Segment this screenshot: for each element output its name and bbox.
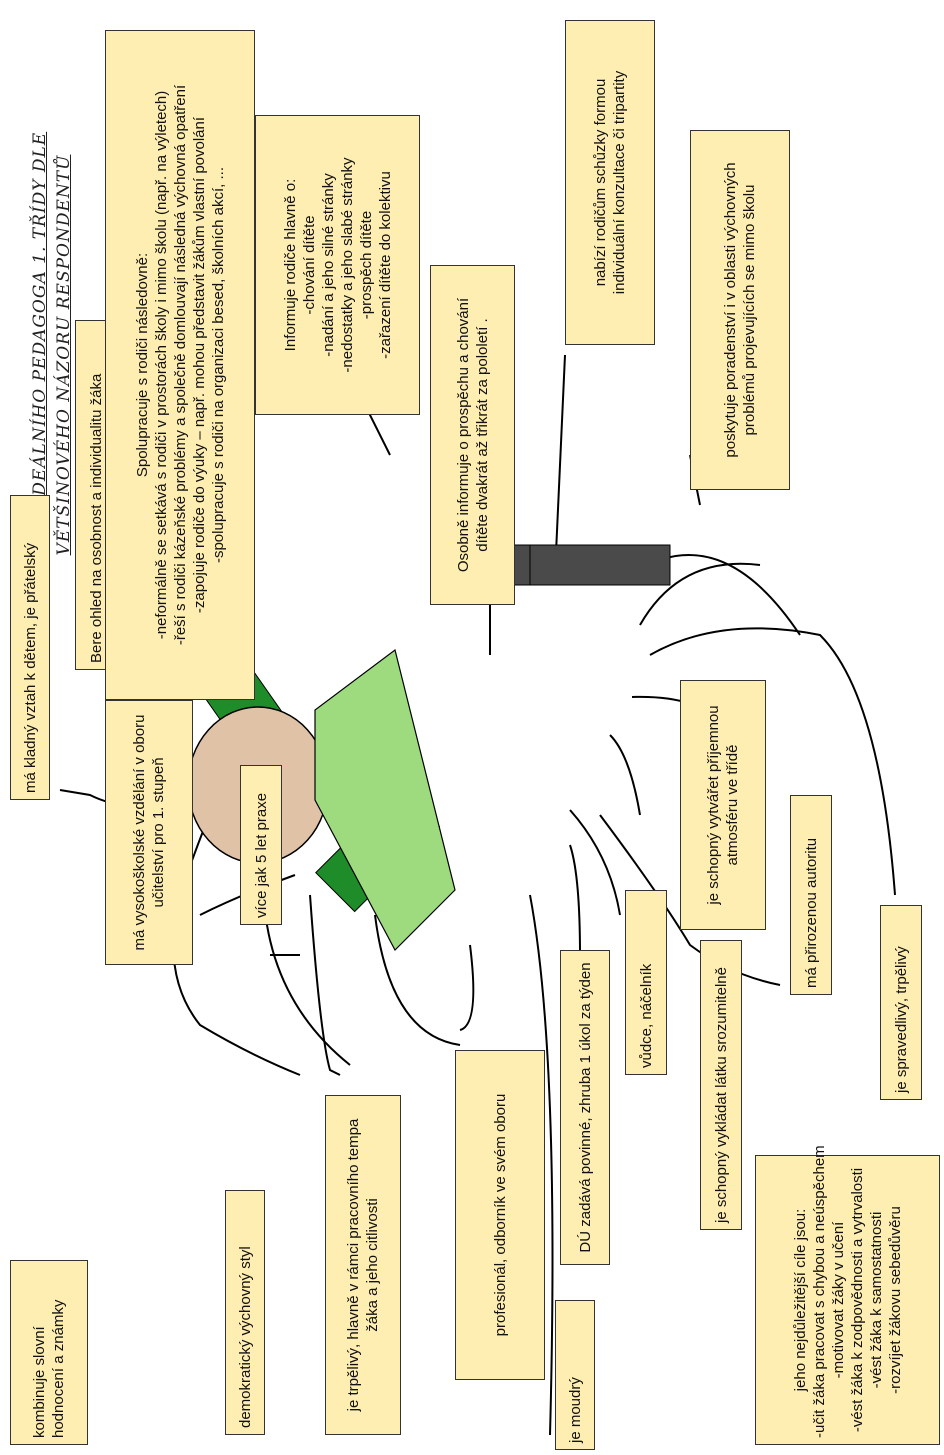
box-text: nabízí rodičům schůzky formou [592, 78, 609, 287]
box-informuje: Informuje rodiče hlavně o: -chování dítě… [255, 115, 420, 415]
box-text: má vysokoškolské vzdělání v oboru [131, 714, 148, 951]
box-text: -učit žáka pracovat s chybou a neúspěche… [810, 1145, 828, 1438]
box-text: více jak 5 let praxe [252, 792, 270, 918]
box-text: -řeší s rodiči kázeňské problémy a spole… [171, 84, 189, 646]
connector-atmosfera [609, 734, 641, 816]
connector-vice [309, 894, 341, 1076]
box-text: je moudrý [566, 1377, 584, 1443]
box-text: Bere ohled na osobnost a individualitu ž… [87, 373, 105, 663]
box-text: -motivovat žáky v učení [829, 1221, 847, 1379]
connector-trpelivy [374, 914, 461, 1046]
box-moudry: je moudrý [555, 1300, 595, 1450]
box-text: -prospěch dítěte [357, 210, 375, 320]
connector-loop-right [639, 562, 761, 626]
box-text: Informuje rodiče hlavně o: [281, 178, 299, 352]
box-text: je spravedlivý, trpělivý [892, 946, 910, 1093]
box-text: -nadání a jeho silné stránky [319, 173, 337, 357]
box-poskytuje: poskytuje poradenství i v oblasti výchov… [690, 130, 790, 490]
box-text: poskytuje poradenství i v oblasti výchov… [722, 162, 739, 458]
box-text: profesionál, odborník ve svém oboru [491, 1093, 509, 1337]
box-text: DÚ zadává povinné, zhruba 1 úkol za týde… [576, 962, 594, 1253]
box-text: -nedostatky a jeho slabé stránky [338, 157, 356, 373]
box-spravedlivy: je spravedlivý, trpělivý [880, 905, 922, 1100]
connector-spravedlivy [649, 627, 896, 896]
connector-moudry [529, 894, 554, 1436]
box-text: individuální konzultace či tripartity [611, 70, 628, 295]
box-text: Spolupracuje s rodiči následovně: [133, 252, 151, 478]
box-text: je schopný vytvářet příjemnou [705, 705, 722, 905]
box-text: má kladný vztah k dětem, je přátelský [21, 542, 39, 793]
connector-profesional [459, 944, 475, 1031]
box-demokraticky: demokratický výchovný styl [225, 1190, 265, 1435]
box-text: -vést žáka k samostatnosti [867, 1211, 885, 1389]
box-autorita: má přirozenou autoritu [790, 795, 832, 995]
figure-body [314, 648, 456, 951]
box-text: hodnocení a známky [50, 1299, 67, 1438]
box-text: -spolupracuje s rodiči na organizaci bes… [209, 166, 227, 564]
box-text: atmosféru ve třídě [724, 744, 741, 866]
connector-vudce [569, 809, 621, 916]
box-text: -rozvíjet žákovu sebedůvěru [886, 1206, 904, 1394]
box-text: -chování dítěte [300, 215, 318, 315]
box-text: -zapojuje rodiče do výuky – např. mohou … [190, 116, 208, 614]
box-cile: jeho nejdůležitější cíle jsou: -učit žák… [755, 1145, 940, 1445]
box-text: -vést žáka k zodpovědnosti a vytrvalosti [848, 1167, 866, 1433]
box-text: učitelství pro 1. stupeň [150, 757, 167, 908]
box-text: kombinuje slovní [31, 1326, 48, 1438]
box-text: je schopný vykládat látku srozumitelně [712, 967, 730, 1223]
box-text: problémů projevujících se mimo školu [741, 184, 758, 436]
box-kombinuje: kombinuje slovní hodnocení a známky [10, 1260, 88, 1445]
box-profesional: profesionál, odborník ve svém oboru [455, 1050, 545, 1380]
connector-du [569, 844, 581, 956]
box-text: jeho nejdůležitější cíle jsou: [791, 1208, 809, 1392]
box-du: DÚ zadává povinné, zhruba 1 úkol za týde… [560, 950, 610, 1265]
box-trpelivy: je trpělivý, hlavně v rámci pracovního t… [325, 1095, 401, 1435]
box-text: dítěte dvakrát až třikrát za pololetí . [473, 318, 491, 552]
box-atmosfera: je schopný vytvářet příjemnou atmosféru … [680, 680, 766, 930]
box-text: vůdce, náčelník [637, 963, 655, 1068]
box-text: žáka a jeho citlivosti [364, 1198, 381, 1332]
box-text: Osobně informuje o prospěchu a chování [454, 297, 472, 573]
figure-leg-right [529, 544, 671, 586]
box-kladny: má kladný vztah k dětem, je přátelský [10, 495, 50, 800]
box-text: -zařazení dítěte do kolektivu [376, 171, 394, 359]
box-vykladat: je schopný vykládat látku srozumitelně [700, 940, 742, 1230]
connector-nabizi [554, 354, 566, 576]
title-line-2: VĚTŠINOVÉHO NÁZORU RESPONDENTŮ [54, 154, 74, 556]
box-text: -neformálně se setkává s rodiči v prosto… [152, 90, 170, 640]
box-vysokoskolske: má vysokoškolské vzdělání v oboru učitel… [105, 700, 193, 965]
box-text: má přirozenou autoritu [802, 837, 820, 988]
box-spolupracuje: Spolupracuje s rodiči následovně: -nefor… [105, 30, 255, 700]
box-vice: více jak 5 let praxe [240, 765, 282, 925]
box-osobne: Osobně informuje o prospěchu a chování d… [430, 265, 515, 605]
box-vudce: vůdce, náčelník [625, 890, 667, 1075]
box-text: je trpělivý, hlavně v rámci pracovního t… [345, 1118, 362, 1412]
connector-cile [599, 814, 781, 986]
box-nabizi: nabízí rodičům schůzky formou individuál… [565, 20, 655, 345]
box-text: demokratický výchovný styl [236, 1246, 254, 1428]
